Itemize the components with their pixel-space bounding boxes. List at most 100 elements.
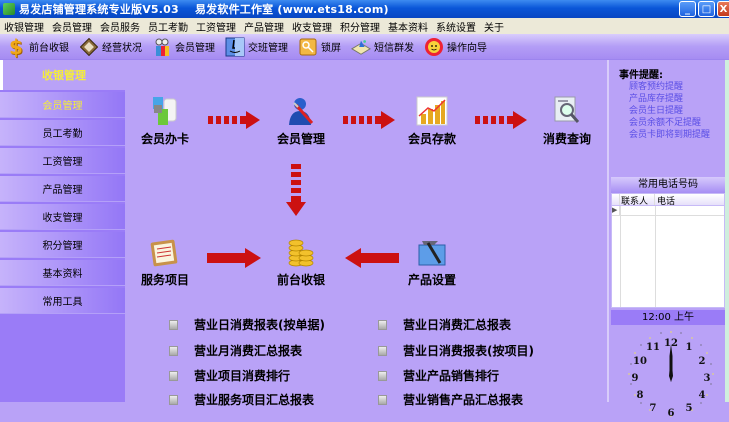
report-daily-summary-link[interactable]: 营业日消费汇总报表 xyxy=(378,316,511,333)
svg-text:11: 11 xyxy=(646,342,660,353)
finder-face-icon xyxy=(225,37,245,57)
envelope-icon xyxy=(351,37,371,57)
arrow-right-icon xyxy=(207,248,261,268)
svg-text:4: 4 xyxy=(699,390,706,401)
menu-members[interactable]: 会员管理 xyxy=(52,22,92,34)
product-settings-node[interactable]: 产品设置 xyxy=(408,235,456,288)
event-low-balance-link[interactable]: 会员余额不足提醒 xyxy=(629,118,702,128)
svg-text:10: 10 xyxy=(633,356,647,367)
menu-attendance[interactable]: 员工考勤 xyxy=(148,22,188,34)
phonebook-header: 常用电话号码 xyxy=(611,177,725,193)
menu-cashier[interactable]: 收银管理 xyxy=(4,22,44,34)
sidebar-item-payroll[interactable]: 工资管理 xyxy=(0,148,125,174)
main-panel: 会员办卡 会员管理 会员存款 消费查询 服务项目 前台收银 xyxy=(125,60,607,407)
event-card-expiry-link[interactable]: 会员卡即将到期提醒 xyxy=(629,130,711,140)
event-appointment-link[interactable]: 顾客预约提醒 xyxy=(629,82,684,92)
sidebar-item-members[interactable]: 会员管理 xyxy=(0,92,125,118)
minimize-button[interactable]: _ xyxy=(679,1,696,17)
toolbar-cashier-button[interactable]: $ 前台收银 xyxy=(6,34,69,59)
phonebook-panel: 常用电话号码 联系人 电话 ▶ xyxy=(611,177,725,308)
event-stock-link[interactable]: 产品库存提醒 xyxy=(629,94,684,104)
menu-bar: 收银管理 会员管理 会员服务 员工考勤 工资管理 产品管理 收支管理 积分管理 … xyxy=(0,18,729,34)
sidebar-item-finance[interactable]: 收支管理 xyxy=(0,204,125,230)
svg-text:7: 7 xyxy=(650,403,657,414)
coins-icon xyxy=(284,235,318,269)
document-icon xyxy=(378,345,387,356)
consumption-query-node[interactable]: 消费查询 xyxy=(543,94,591,147)
menu-basic-data[interactable]: 基本资料 xyxy=(388,22,428,34)
sidebar-item-products[interactable]: 产品管理 xyxy=(0,176,125,202)
window-edge xyxy=(725,60,729,402)
sidebar: 收银管理 会员管理 员工考勤 工资管理 产品管理 收支管理 积分管理 基本资料 … xyxy=(0,60,125,402)
service-items-node[interactable]: 服务项目 xyxy=(141,235,189,288)
column-contact[interactable]: 联系人 xyxy=(620,194,655,207)
title-bar: 易发店铺管理系统专业版V5.03 易发软件工作室 (www.ets18.com)… xyxy=(0,0,729,18)
dashed-arrow-down-icon xyxy=(286,164,306,216)
svg-text:1: 1 xyxy=(686,342,693,353)
event-birthday-link[interactable]: 会员生日提醒 xyxy=(629,106,684,116)
magnifier-document-icon xyxy=(550,94,584,128)
document-icon xyxy=(169,394,178,405)
document-icon xyxy=(169,370,178,381)
report-product-ranking-link[interactable]: 营业产品销售排行 xyxy=(378,367,499,384)
sun-smiley-icon xyxy=(424,37,444,57)
cubes-icon xyxy=(148,94,182,128)
dashed-arrow-right-icon xyxy=(343,111,395,129)
front-cashier-node[interactable]: 前台收银 xyxy=(277,235,325,288)
sidebar-item-points[interactable]: 积分管理 xyxy=(0,232,125,258)
hammer-folder-icon xyxy=(415,235,449,269)
toolbar-lock-button[interactable]: 锁屏 xyxy=(298,37,341,57)
document-icon xyxy=(378,394,387,405)
table-row[interactable]: ▶ xyxy=(612,206,724,216)
menu-settings[interactable]: 系统设置 xyxy=(436,22,476,34)
event-reminders: 事件提醒: 顾客预约提醒 产品库存提醒 会员生日提醒 会员余额不足提醒 会员卡即… xyxy=(613,66,725,141)
toolbar-sms-button[interactable]: 短信群发 xyxy=(351,37,414,57)
menu-payroll[interactable]: 工资管理 xyxy=(196,22,236,34)
document-icon xyxy=(378,370,387,381)
toolbar-members-button[interactable]: 会员管理 xyxy=(152,37,215,57)
toolbar-guide-button[interactable]: 操作向导 xyxy=(424,37,487,57)
document-icon xyxy=(378,319,387,330)
sidebar-item-attendance[interactable]: 员工考勤 xyxy=(0,120,125,146)
report-item-ranking-link[interactable]: 营业项目消费排行 xyxy=(169,367,290,384)
sidebar-item-tools[interactable]: 常用工具 xyxy=(0,288,125,314)
key-icon xyxy=(298,37,318,57)
menu-member-service[interactable]: 会员服务 xyxy=(100,22,140,34)
document-icon xyxy=(169,319,178,330)
column-phone[interactable]: 电话 xyxy=(657,197,676,207)
row-indicator-icon: ▶ xyxy=(612,206,620,215)
close-button[interactable]: X xyxy=(717,1,729,17)
report-product-summary-link[interactable]: 营业销售产品汇总报表 xyxy=(378,391,523,408)
report-daily-by-receipt-link[interactable]: 营业日消费报表(按单据) xyxy=(169,316,325,333)
right-panel: 事件提醒: 顾客预约提醒 产品库存提醒 会员生日提醒 会员余额不足提醒 会员卡即… xyxy=(607,60,729,419)
menu-about[interactable]: 关于 xyxy=(484,22,504,34)
growth-chart-icon xyxy=(415,94,449,128)
frame-icon xyxy=(79,37,99,57)
member-manage-node[interactable]: 会员管理 xyxy=(277,94,325,147)
phonebook-grid[interactable]: 联系人 电话 ▶ xyxy=(611,193,725,308)
clock-time-label: 12:00 上午 xyxy=(611,310,725,325)
sidebar-item-basic-data[interactable]: 基本资料 xyxy=(0,260,125,286)
toolbar-business-status-button[interactable]: 经营状况 xyxy=(79,37,142,57)
member-card-node[interactable]: 会员办卡 xyxy=(141,94,189,147)
menu-finance[interactable]: 收支管理 xyxy=(292,22,332,34)
window-title: 易发店铺管理系统专业版V5.03 易发软件工作室 (www.ets18.com) xyxy=(19,3,389,16)
sidebar-header-cashier[interactable]: 收银管理 xyxy=(0,60,125,90)
members-icon xyxy=(152,37,172,57)
user-wrench-icon xyxy=(284,94,318,128)
toolbar: $ 前台收银 经营状况 会员管理 交班管理 锁屏 短信群发 操作向导 xyxy=(0,34,729,60)
maximize-button[interactable]: □ xyxy=(698,1,715,17)
svg-text:6: 6 xyxy=(668,408,675,419)
svg-text:12: 12 xyxy=(664,338,678,349)
report-monthly-summary-link[interactable]: 营业月消费汇总报表 xyxy=(169,342,302,359)
report-service-summary-link[interactable]: 营业服务项目汇总报表 xyxy=(169,391,314,408)
dollar-icon: $ xyxy=(9,34,23,59)
menu-points[interactable]: 积分管理 xyxy=(340,22,380,34)
toolbar-shift-button[interactable]: 交班管理 xyxy=(225,37,288,57)
menu-products[interactable]: 产品管理 xyxy=(244,22,284,34)
clipboard-icon xyxy=(148,235,182,269)
svg-text:8: 8 xyxy=(637,390,644,401)
member-deposit-node[interactable]: 会员存款 xyxy=(408,94,456,147)
report-daily-by-item-link[interactable]: 营业日消费报表(按项目) xyxy=(378,342,534,359)
svg-text:9: 9 xyxy=(632,373,639,384)
